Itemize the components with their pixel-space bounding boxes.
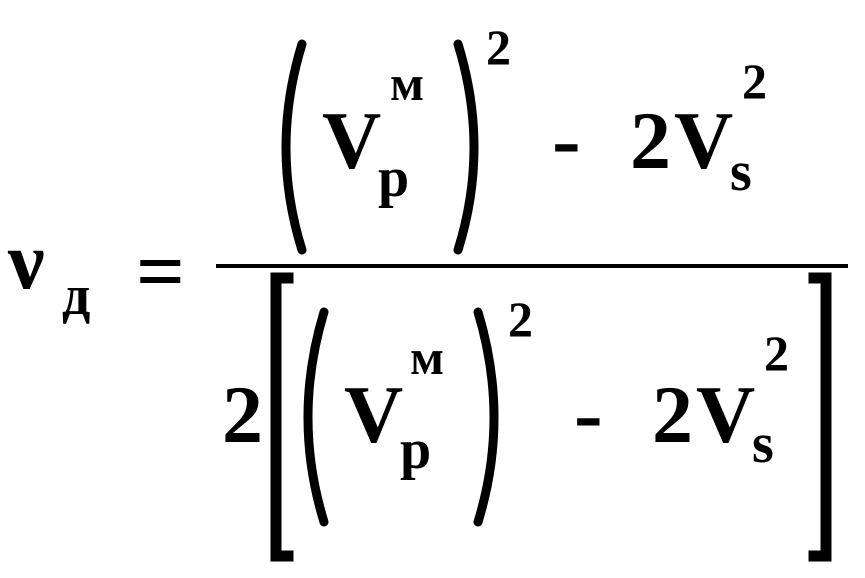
nu-symbol: ν: [7, 215, 45, 306]
numerator-minus: -: [552, 91, 581, 187]
denominator-v-p-subscript: p: [400, 419, 431, 481]
denominator-minus: -: [574, 365, 603, 461]
numerator-v-p: V: [322, 95, 381, 186]
numerator-v-s-subscript: s: [730, 141, 752, 203]
denominator-power-1: 2: [508, 291, 533, 347]
denominator-coefficient: 2: [222, 369, 263, 460]
denominator-right-bracket: [808, 272, 832, 562]
denominator-inner-coefficient: 2: [652, 369, 693, 460]
numerator-power-2: 2: [742, 53, 767, 109]
denominator-power-2: 2: [764, 325, 789, 381]
numerator-v-p-superscript: м: [390, 55, 424, 111]
numerator-v-p-subscript: p: [378, 147, 409, 209]
lhs: ν д: [7, 215, 90, 327]
denominator-left-paren: [303, 307, 329, 527]
denominator-v-s-subscript: s: [752, 413, 774, 475]
lhs-subscript: д: [62, 265, 90, 327]
numerator-power-1: 2: [486, 19, 511, 75]
denominator-left-bracket: [270, 272, 294, 562]
numerator: V p м 2 - 2 V s 2: [281, 19, 767, 255]
denominator-right-paren: [473, 307, 499, 527]
numerator-left-paren: [281, 39, 307, 255]
numerator-right-paren: [453, 39, 479, 255]
equals-sign: =: [136, 223, 185, 319]
denominator-v-p: V: [344, 369, 403, 460]
denominator-v-s: V: [696, 369, 755, 460]
numerator-v-s: V: [674, 95, 733, 186]
denominator: 2 V p м 2 - 2 V s 2: [222, 272, 832, 562]
denominator-v-p-superscript: м: [410, 329, 444, 385]
numerator-coefficient: 2: [630, 95, 671, 186]
